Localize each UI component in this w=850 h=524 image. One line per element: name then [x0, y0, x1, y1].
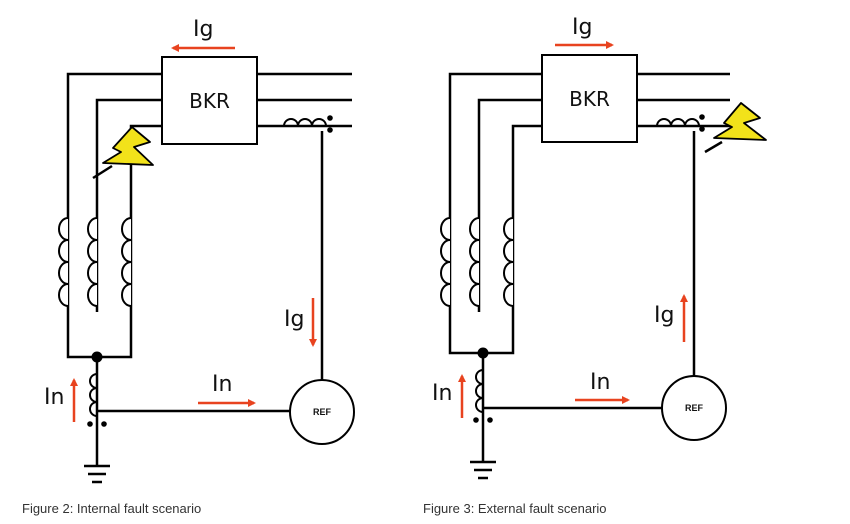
transformer-windings: [440, 217, 514, 307]
ct-polarity-dot: [699, 126, 705, 132]
figure-caption-external: Figure 3: External fault scenario: [423, 501, 607, 516]
breaker-box: [161, 56, 258, 145]
breaker-label: BKR: [189, 89, 230, 113]
in-label-horizontal: In: [212, 372, 232, 397]
ref-relay-label: REF: [313, 407, 332, 417]
breaker-label: BKR: [569, 87, 610, 111]
figure-internal-fault: BKR Ig Ig: [44, 17, 355, 484]
phase-ct-coil: [283, 118, 327, 127]
in-label-horizontal: In: [590, 370, 610, 395]
fault-lightning-icon: [92, 126, 154, 180]
ig-label-top: Ig: [572, 15, 592, 40]
neutral-connection: [448, 312, 515, 462]
ct-polarity-dot: [87, 421, 93, 427]
neutral-ct-coil: [89, 373, 98, 417]
ref-relay-label: REF: [685, 403, 704, 413]
phase-ct-coil: [656, 118, 700, 127]
in-label-vertical: In: [44, 385, 64, 410]
ig-label-ct: Ig: [654, 303, 674, 328]
ig-label-top: Ig: [193, 17, 213, 42]
neutral-connection: [66, 312, 133, 466]
neutral-point: [477, 347, 489, 359]
ig-label-ct: Ig: [284, 307, 304, 332]
fault-lightning-icon: [704, 102, 767, 154]
ct-polarity-dot: [101, 421, 107, 427]
ct-polarity-dot: [473, 417, 479, 423]
neutral-ct-coil: [475, 369, 484, 413]
transformer-windings: [58, 217, 132, 307]
breaker-box: [541, 54, 638, 143]
figure-caption-internal: Figure 2: Internal fault scenario: [22, 501, 202, 516]
in-label-vertical: In: [432, 381, 452, 406]
ct-polarity-dot: [699, 114, 705, 120]
ground-icon: [470, 460, 496, 480]
figure-external-fault: BKR Ig Ig In: [432, 15, 767, 480]
ct-polarity-dot: [327, 115, 333, 121]
ct-polarity-dot: [487, 417, 493, 423]
ref-relay: [289, 379, 355, 445]
ground-icon: [84, 464, 110, 484]
ref-relay: [661, 375, 727, 441]
ct-polarity-dot: [327, 127, 333, 133]
neutral-point: [91, 351, 103, 363]
